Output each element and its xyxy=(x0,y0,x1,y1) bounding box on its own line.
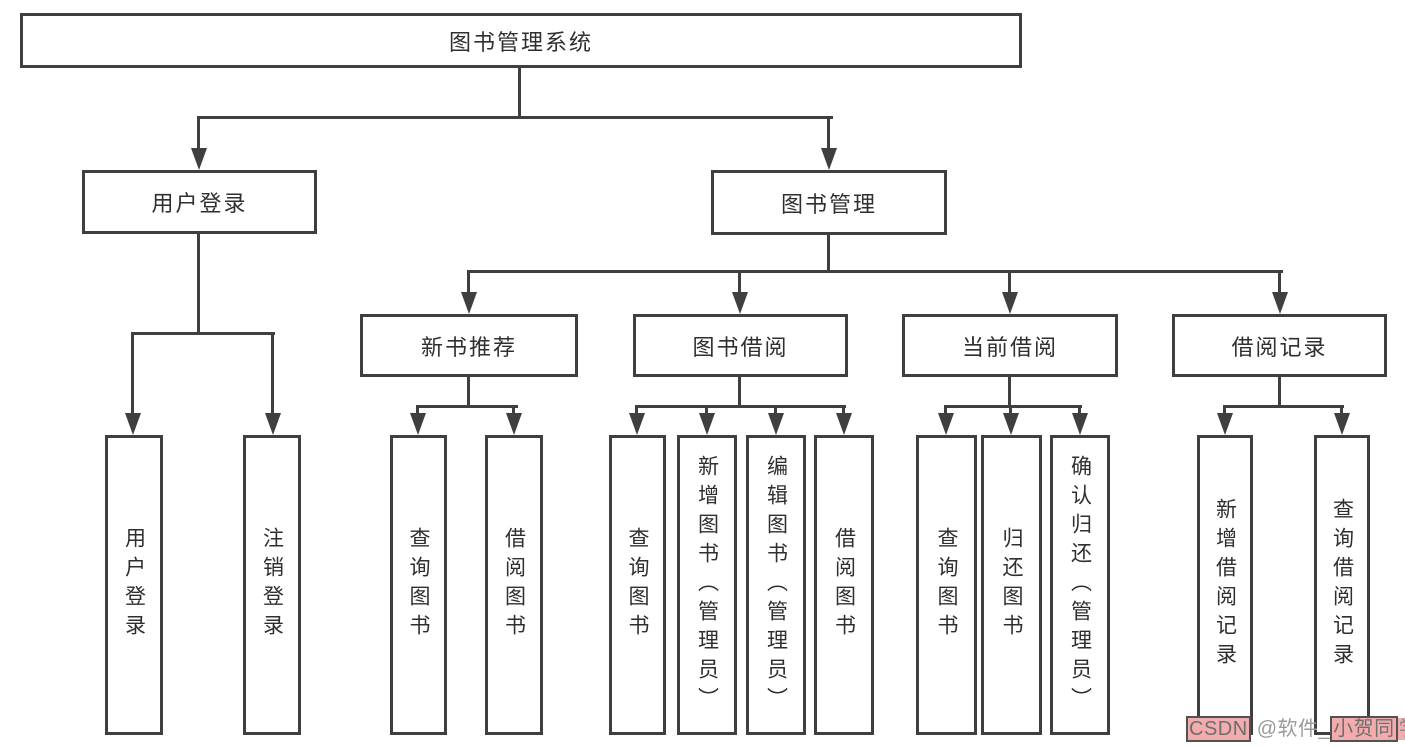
leaf-label: 查询借阅记录 xyxy=(1330,498,1354,672)
arrowhead-icon xyxy=(1072,413,1088,435)
connector-drop xyxy=(705,405,708,415)
connector-drop xyxy=(842,405,845,415)
leaf-add-book-admin: 新增图书（管理员） xyxy=(677,435,737,735)
connector-newbook-stem xyxy=(467,375,470,408)
leaf-label: 编辑图书（管理员） xyxy=(764,454,788,716)
leaf-query-books-recommend: 查询图书 xyxy=(390,435,447,735)
connector-root-stem xyxy=(518,66,521,118)
connector-drop xyxy=(467,270,470,295)
arrowhead-icon xyxy=(836,413,852,435)
connector-drop xyxy=(131,332,134,415)
arrowhead-icon xyxy=(768,413,784,435)
node-label: 借阅记录 xyxy=(1231,334,1328,360)
node-new-book-recommend: 新书推荐 xyxy=(360,314,578,377)
arrowhead-icon xyxy=(461,292,477,314)
watermark: CSDN @软件_小贺同学 xyxy=(1186,716,1405,742)
leaf-query-books-borrow: 查询图书 xyxy=(609,435,666,735)
connector-drop-book-mgmt xyxy=(827,116,830,150)
leaf-confirm-return-admin: 确认归还（管理员） xyxy=(1050,435,1110,735)
connector-drop xyxy=(1340,405,1343,415)
leaf-query-books-current: 查询图书 xyxy=(916,435,977,735)
leaf-label: 查询图书 xyxy=(626,527,649,643)
node-current-borrowing: 当前借阅 xyxy=(902,314,1118,377)
connector-drop xyxy=(512,405,515,415)
leaf-label: 查询图书 xyxy=(407,527,430,643)
watermark-segment: CSDN xyxy=(1186,716,1251,742)
node-user-login: 用户登录 xyxy=(82,170,317,234)
leaf-label: 新增图书（管理员） xyxy=(695,454,719,716)
connector-drop xyxy=(635,405,638,415)
watermark-segment: 学 xyxy=(1397,718,1405,740)
connector-drop xyxy=(738,270,741,295)
leaf-borrow-books-recommend: 借阅图书 xyxy=(485,435,543,735)
connector-drop xyxy=(1078,405,1081,415)
node-book-management: 图书管理 xyxy=(711,170,947,235)
arrowhead-icon xyxy=(938,413,954,435)
leaf-edit-book-admin: 编辑图书（管理员） xyxy=(746,435,806,735)
node-label: 新书推荐 xyxy=(420,334,517,360)
connector-borrow-stem xyxy=(738,375,741,408)
leaf-return-book: 归还图书 xyxy=(981,435,1042,735)
connector-drop-user-login xyxy=(197,116,200,150)
arrowhead-icon xyxy=(1217,413,1233,435)
node-label: 图书借阅 xyxy=(692,334,789,360)
connector-drop xyxy=(416,405,419,415)
arrowhead-icon xyxy=(410,413,426,435)
leaf-logout: 注销登录 xyxy=(243,435,301,735)
arrowhead-icon xyxy=(1334,413,1350,435)
node-label: 图书管理系统 xyxy=(448,29,593,55)
leaf-label: 用户登录 xyxy=(122,527,146,643)
connector-userlogin-split xyxy=(131,332,275,335)
connector-records-stem xyxy=(1278,375,1281,408)
watermark-segment: 小贺同 xyxy=(1330,716,1398,742)
connector-userlogin-stem xyxy=(197,231,200,335)
connector-drop xyxy=(1009,405,1012,415)
node-root-system: 图书管理系统 xyxy=(20,13,1022,68)
leaf-user-login: 用户登录 xyxy=(105,435,163,735)
connector-drop xyxy=(1008,270,1011,295)
connector-root-split xyxy=(197,116,833,119)
arrowhead-icon xyxy=(265,413,281,435)
connector-drop xyxy=(271,332,274,415)
leaf-add-borrow-record: 新增借阅记录 xyxy=(1197,435,1253,735)
arrowhead-icon xyxy=(1003,413,1019,435)
leaf-label: 注销登录 xyxy=(260,527,284,643)
connector-records-split xyxy=(1223,405,1344,408)
arrowhead-icon xyxy=(732,292,748,314)
connector-drop xyxy=(1223,405,1226,415)
connector-newbook-split xyxy=(416,405,518,408)
connector-drop xyxy=(1278,270,1281,295)
arrowhead-icon xyxy=(629,413,645,435)
arrowhead-icon xyxy=(821,148,837,170)
arrowhead-icon xyxy=(1272,292,1288,314)
leaf-label: 查询图书 xyxy=(935,527,958,643)
connector-drop xyxy=(944,405,947,415)
node-borrowing-records: 借阅记录 xyxy=(1172,314,1387,377)
watermark-segment: @软件_ xyxy=(1250,718,1331,740)
arrowhead-icon xyxy=(1002,292,1018,314)
node-label: 图书管理 xyxy=(780,191,877,217)
leaf-label: 归还图书 xyxy=(1000,527,1023,643)
arrowhead-icon xyxy=(506,413,522,435)
connector-current-split xyxy=(944,405,1082,408)
arrowhead-icon xyxy=(125,413,141,435)
leaf-query-borrow-record: 查询借阅记录 xyxy=(1314,435,1370,735)
node-label: 用户登录 xyxy=(151,191,248,216)
connector-current-stem xyxy=(1008,375,1011,408)
leaf-label: 借阅图书 xyxy=(832,527,856,643)
leaf-label: 借阅图书 xyxy=(502,527,526,643)
leaf-label: 确认归还（管理员） xyxy=(1068,454,1092,716)
node-book-borrowing: 图书借阅 xyxy=(633,314,848,377)
leaf-borrow-books: 借阅图书 xyxy=(814,435,874,735)
node-label: 当前借阅 xyxy=(961,334,1058,360)
connector-bookmgmt-stem xyxy=(827,233,830,273)
arrowhead-icon xyxy=(191,148,207,170)
connector-bookmgmt-split xyxy=(467,270,1283,273)
leaf-label: 新增借阅记录 xyxy=(1213,498,1237,672)
connector-drop xyxy=(774,405,777,415)
arrowhead-icon xyxy=(699,413,715,435)
connector-borrow-split xyxy=(635,405,846,408)
